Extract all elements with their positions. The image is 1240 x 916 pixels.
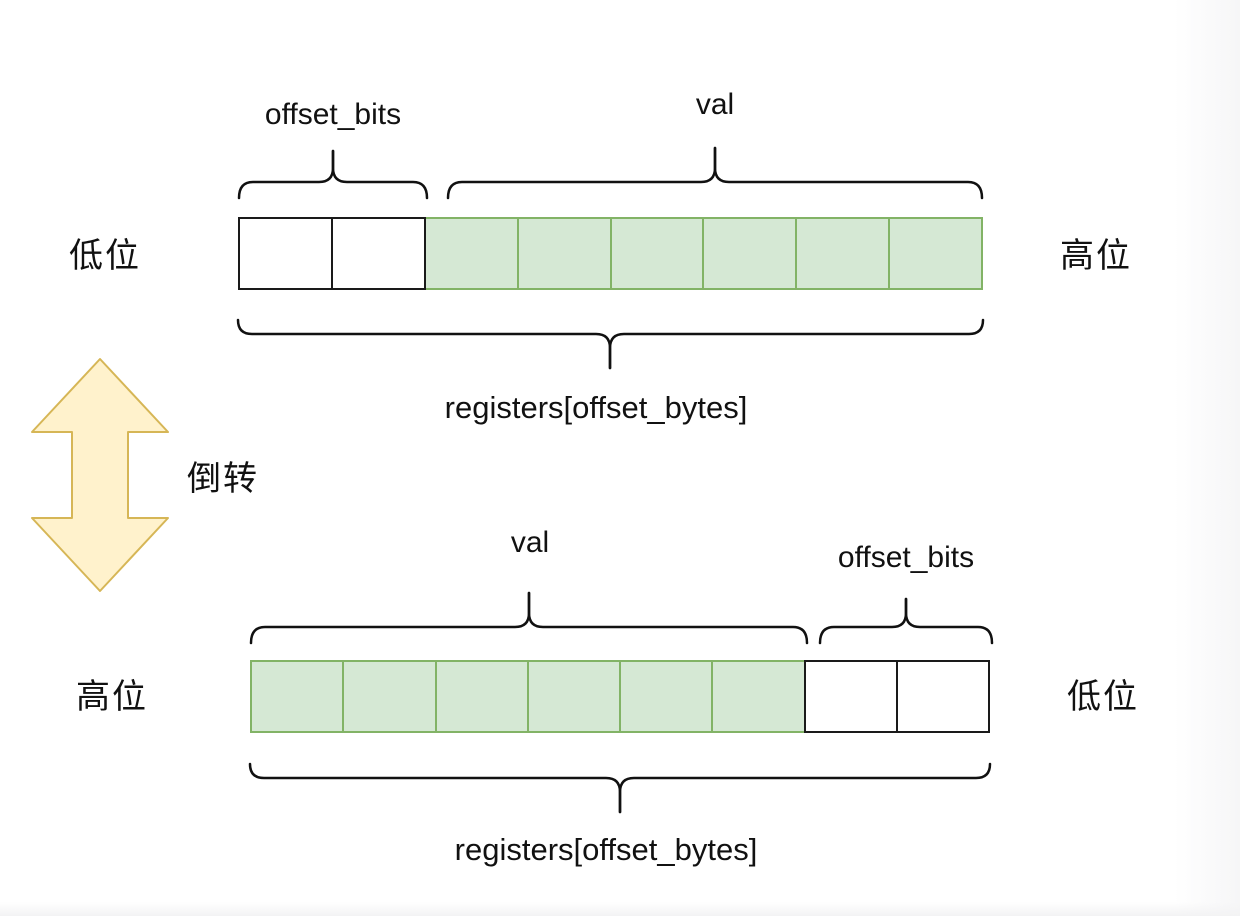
- val-cell: [250, 660, 345, 733]
- val-cell: [711, 660, 806, 733]
- bottom-offset-bits-label: offset_bits: [837, 541, 975, 574]
- val-cell: [516, 217, 612, 290]
- bottom-registers-brace: [248, 762, 992, 814]
- bottom-val-brace: [249, 591, 809, 645]
- top-offset-bits-brace: [237, 149, 429, 200]
- val-cell: [609, 217, 705, 290]
- bottom-register-row: [250, 660, 990, 733]
- flip-label: 倒转: [187, 460, 259, 498]
- val-cell: [434, 660, 529, 733]
- top-val-brace: [446, 146, 984, 200]
- offset-bits-cell: [238, 217, 333, 290]
- val-cell: [888, 217, 983, 290]
- bottom-right-endian-label: 低位: [1067, 678, 1139, 716]
- top-right-endian-label: 高位: [1060, 237, 1132, 275]
- bottom-left-endian-label: 高位: [76, 678, 148, 716]
- page-edge-shade-right: [1174, 0, 1240, 916]
- top-offset-bits-label: offset_bits: [264, 98, 402, 131]
- offset-bits-cell: [803, 660, 898, 733]
- val-cell: [795, 217, 891, 290]
- top-registers-brace: [236, 318, 985, 370]
- val-cell: [526, 660, 621, 733]
- offset-bits-cell: [895, 660, 990, 733]
- bottom-val-label: val: [510, 526, 550, 559]
- top-register-row: [238, 217, 983, 290]
- offset-bits-cell: [330, 217, 426, 290]
- val-cell: [423, 217, 519, 290]
- val-cell: [702, 217, 798, 290]
- page-edge-shade-bottom: [0, 902, 1240, 916]
- bottom-offset-bits-brace: [818, 597, 994, 645]
- bottom-registers-label: registers[offset_bytes]: [454, 832, 758, 867]
- val-cell: [342, 660, 437, 733]
- flip-double-arrow-icon: [31, 358, 169, 592]
- top-left-endian-label: 低位: [69, 237, 141, 275]
- top-val-label: val: [695, 88, 735, 121]
- val-cell: [619, 660, 714, 733]
- top-registers-label: registers[offset_bytes]: [444, 390, 748, 425]
